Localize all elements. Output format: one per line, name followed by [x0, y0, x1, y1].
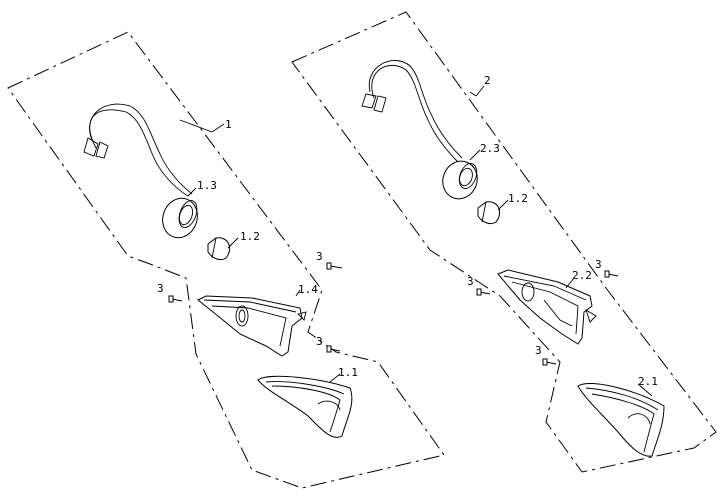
- bulb-2: [477, 201, 501, 225]
- label-cable-2-3: 2.3: [480, 142, 500, 155]
- label-group-1: 1: [225, 118, 232, 131]
- screw-1-bottom: [326, 345, 341, 353]
- label-group-2: 2: [484, 74, 491, 87]
- group-2: 2 2.3 1.2 2.2 2.1 3 3 3: [291, 11, 717, 473]
- label-lens-1-1: 1.1: [338, 366, 358, 379]
- cable-2-3: [361, 60, 478, 200]
- cable-1-3: [83, 103, 198, 239]
- label-bulb-1-2: 1.2: [240, 230, 260, 243]
- label-screw-1-left: 3: [157, 282, 164, 295]
- label-screw-1-top: 3: [316, 250, 323, 263]
- label-cable-1-3: 1.3: [197, 179, 217, 192]
- label-bulb-2: 1.2: [508, 192, 528, 205]
- screw-1-left: [168, 295, 183, 303]
- lens-2-1: [577, 382, 665, 457]
- screw-1-top: [326, 262, 343, 270]
- label-screw-1-bottom: 3: [316, 335, 323, 348]
- lens-1-1: [257, 375, 353, 438]
- group-1-boundary: [7, 31, 445, 489]
- group-1: 1 1.3 1.2 1.4 1.1 3 3 3: [7, 31, 445, 489]
- housing-2-2: [497, 269, 597, 345]
- group-2-boundary: [291, 11, 717, 473]
- bulb-1-2: [207, 237, 231, 261]
- screw-2-top: [604, 270, 619, 278]
- label-housing-1-4: 1.4: [298, 283, 318, 296]
- label-housing-2-2: 2.2: [572, 269, 592, 282]
- label-screw-2-left: 3: [467, 275, 474, 288]
- screw-2-bottom: [542, 358, 557, 366]
- housing-1-4: [197, 295, 307, 357]
- screw-2-left: [476, 288, 491, 296]
- label-lens-2-1: 2.1: [638, 375, 658, 388]
- label-screw-2-top: 3: [595, 258, 602, 271]
- label-screw-2-bottom: 3: [535, 344, 542, 357]
